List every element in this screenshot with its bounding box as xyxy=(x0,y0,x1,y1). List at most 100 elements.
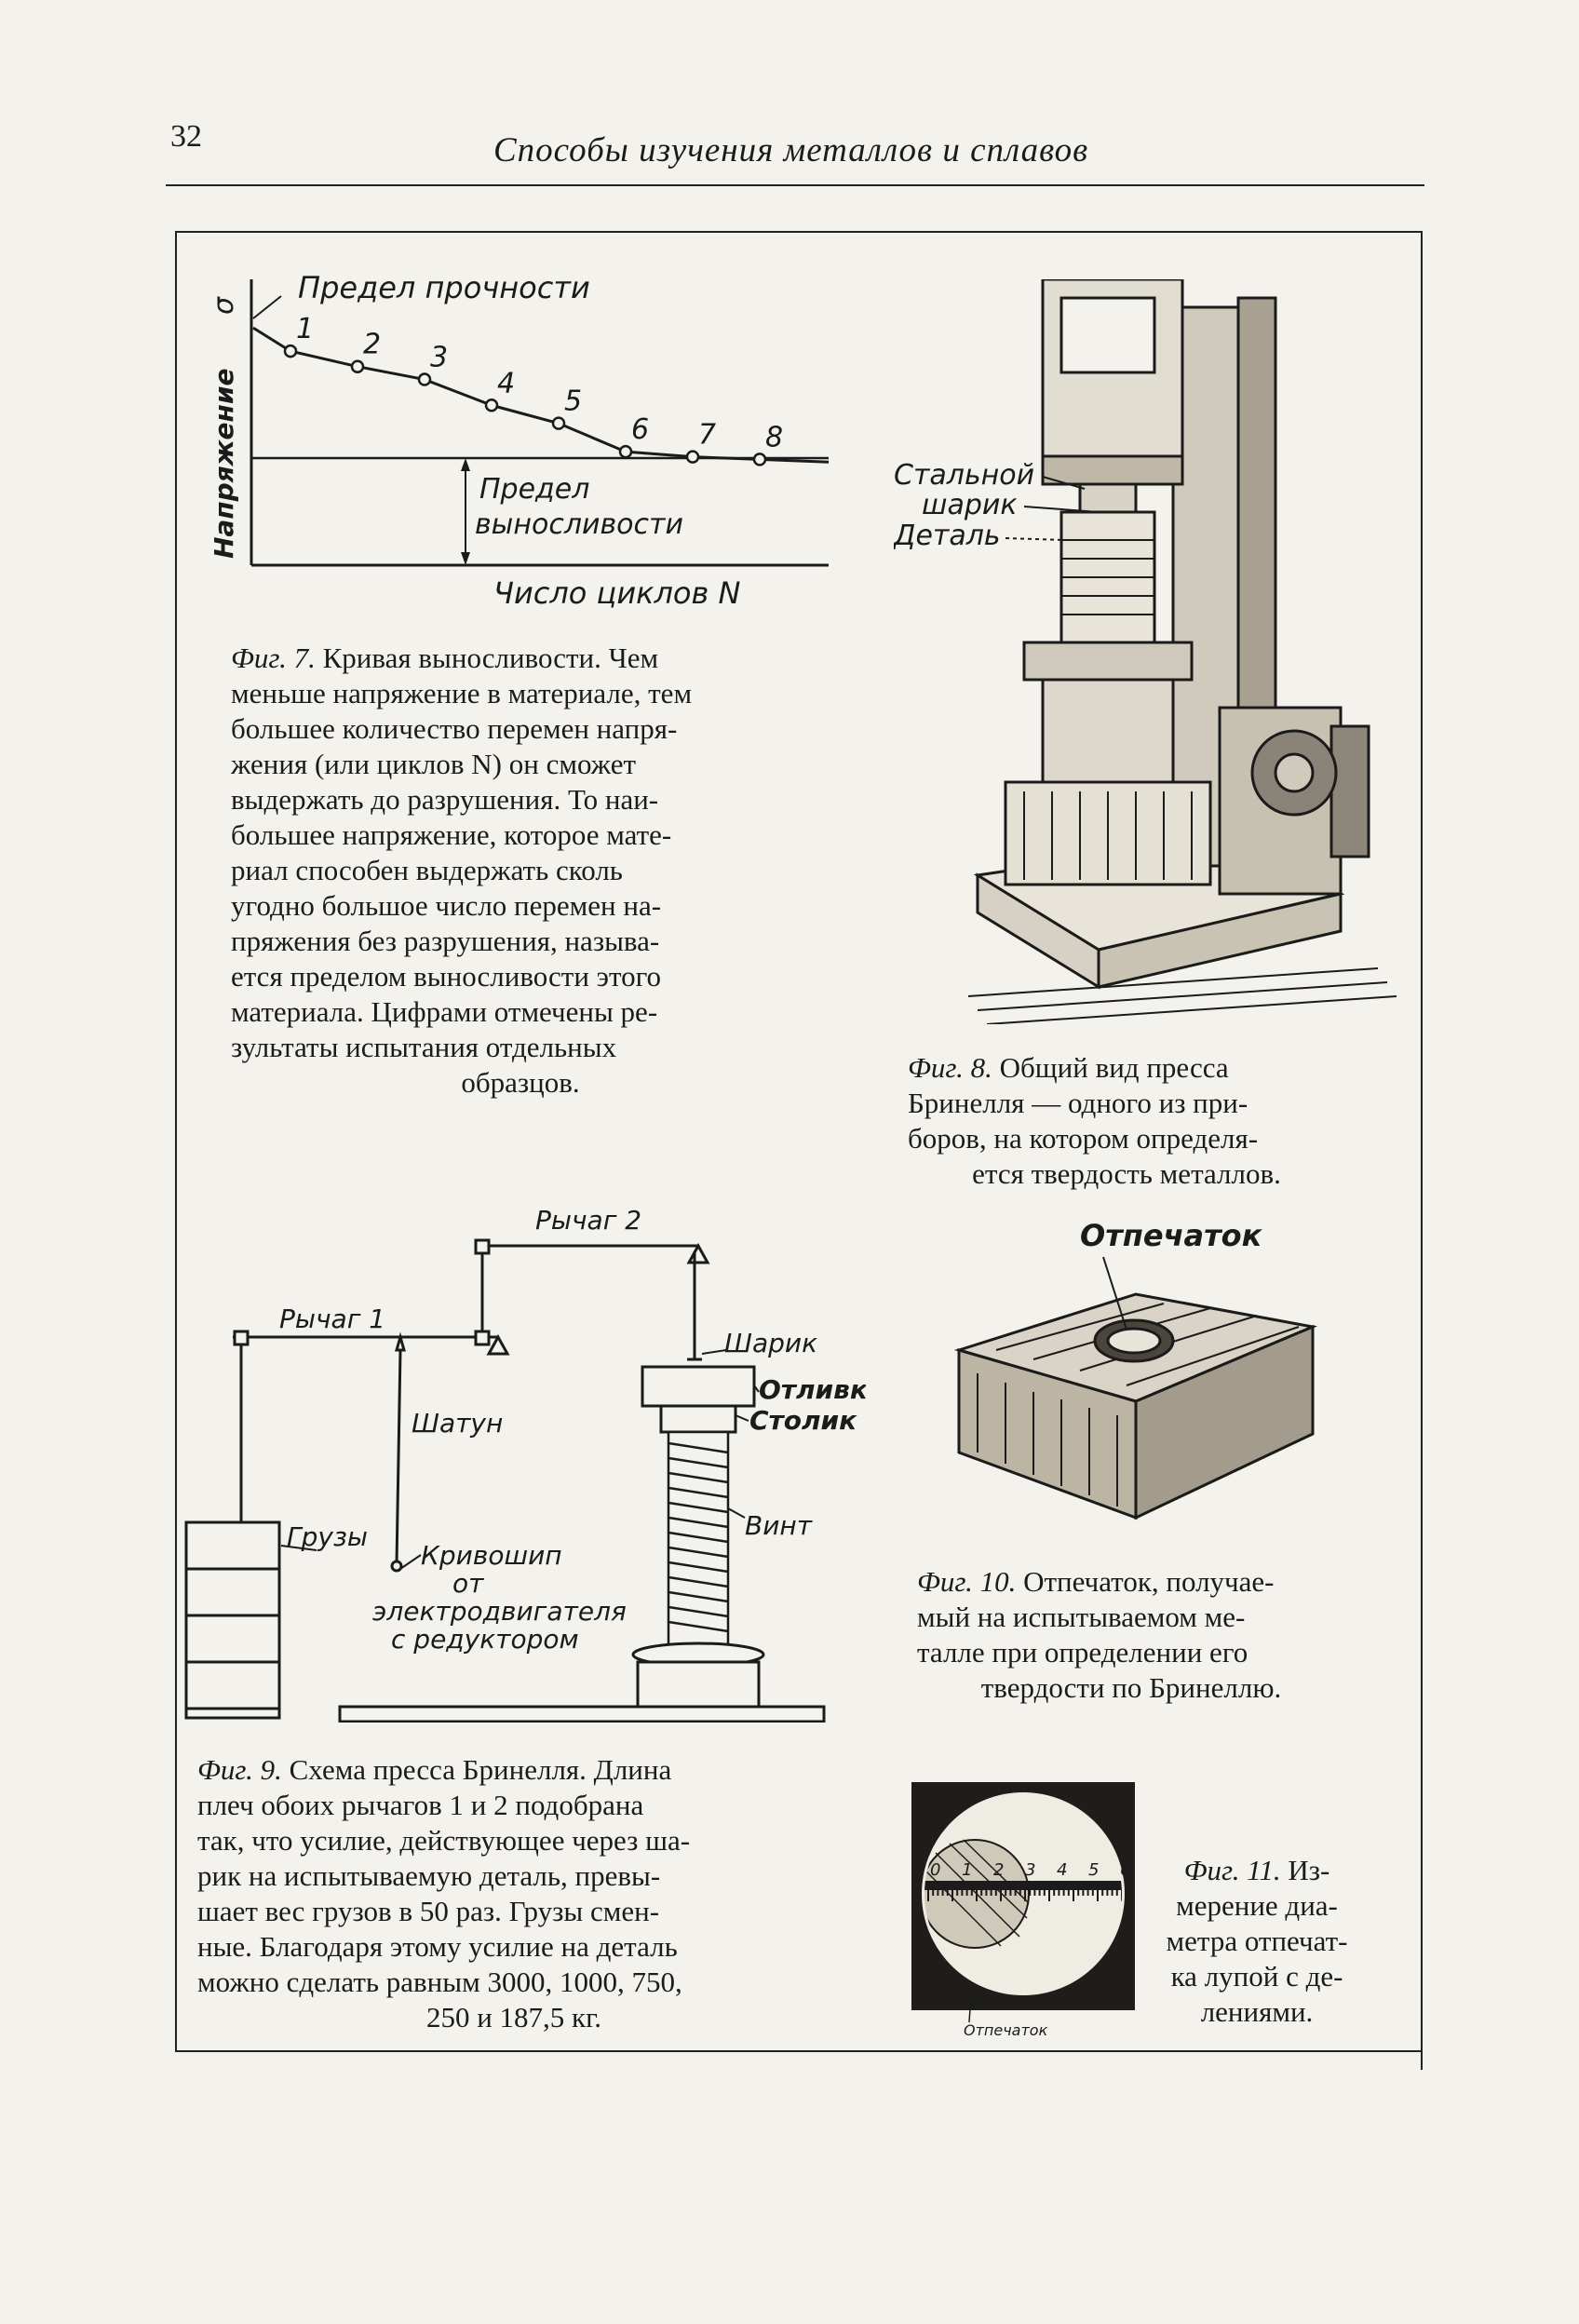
fig7-point-label: 3 xyxy=(430,342,448,374)
fig9-label-rod: Шатун xyxy=(412,1408,503,1439)
frame-left xyxy=(175,231,177,2051)
fig7-point-label: 1 xyxy=(296,313,314,345)
fig10-caption-line: талле при определении его xyxy=(917,1636,1248,1669)
fig9-caption-label: Фиг. 9. xyxy=(197,1753,282,1786)
fig7-caption-label: Фиг. 7. xyxy=(231,642,316,674)
fig7-data-point xyxy=(283,344,298,358)
fig11-scale-label: 0 xyxy=(930,1860,940,1880)
fig7-data-point xyxy=(350,359,365,373)
fig9-label-lever2: Рычаг 2 xyxy=(535,1205,641,1236)
fig7-strength-leader xyxy=(252,295,282,319)
fig8-caption-line: Бринелля — одного из при- xyxy=(908,1087,1248,1119)
fig7-caption-line: риал способен выдержать сколь xyxy=(231,854,623,886)
fig7-data-point xyxy=(618,444,633,459)
fig9-caption-line: 250 и 187,5 кг. xyxy=(425,2001,602,2034)
fig9-label-ball: Шарик xyxy=(724,1328,817,1358)
fig9-weights xyxy=(184,1520,281,1720)
fig7-data-point xyxy=(551,416,566,430)
fig7-point-label: 5 xyxy=(564,385,582,418)
fig9-caption-line: ные. Благодаря этому усилие на деталь xyxy=(197,1930,678,1963)
fig11-caption-line: мерение диа- xyxy=(1176,1889,1338,1922)
fig9-label-casting: Отливка xyxy=(759,1374,866,1405)
fig8-label-part: Деталь xyxy=(894,520,1001,552)
fig11-scale-label: 5 xyxy=(1088,1860,1099,1880)
fig10-label: Отпечаток xyxy=(1080,1218,1263,1253)
fig8-press-illustration: Стальной шарик Деталь xyxy=(894,279,1397,1024)
fig11-scale-label: 3 xyxy=(1025,1860,1035,1880)
fig7-data-point xyxy=(484,399,499,412)
fig11-scale-label: 2 xyxy=(993,1860,1004,1880)
fig10-caption-line: Отпечаток, получае- xyxy=(1023,1565,1275,1598)
fig9-label-crank-1: Кривошип xyxy=(421,1540,562,1571)
page-number: 32 xyxy=(170,119,202,154)
fig7-ylabel: Напряжение xyxy=(209,368,239,559)
fig11-caption-line: метра отпечат- xyxy=(1166,1925,1348,1957)
fig10-caption-line: твердости по Бринеллю. xyxy=(980,1671,1282,1704)
fig7-arrowhead-down xyxy=(461,552,470,565)
fig11-scale-label: 1 xyxy=(962,1860,972,1880)
fig9-caption-line: рик на испытываемую деталь, превы- xyxy=(197,1859,661,1892)
fig7-data-point xyxy=(685,450,700,464)
fig7-caption-line: большее напряжение, которое мате- xyxy=(231,818,672,851)
fig8-caption-line: боров, на котором определя- xyxy=(908,1122,1259,1155)
fig7-ysymbol: σ xyxy=(208,296,240,315)
fig11-label: Отпечаток xyxy=(964,2021,1048,2039)
fig7-caption: Фиг. 7. Кривая выносливости. Чем меньше … xyxy=(231,641,810,1101)
fig11-imprint xyxy=(924,1839,1030,1949)
fig11-caption: Фиг. 11. Из- мерение диа- метра отпечат-… xyxy=(1154,1853,1359,2030)
fig7-data-point xyxy=(752,453,767,466)
fig8-label-ball-2: шарик xyxy=(922,489,1018,521)
fig7-point-label: 8 xyxy=(765,421,783,453)
fig7-caption-line: образцов. xyxy=(461,1066,580,1099)
fig7-point-label: 4 xyxy=(497,367,515,399)
fig7-label-strength: Предел прочности xyxy=(298,270,590,305)
fig7-label-endurance-1: Предел xyxy=(479,473,589,506)
fig11-caption-line: Из- xyxy=(1288,1854,1330,1886)
fig9-label-crank-4: с редуктором xyxy=(391,1624,579,1655)
fig7-caption-line: зультаты испытания отдельных xyxy=(231,1031,617,1063)
fig9-screw xyxy=(667,1430,730,1648)
fig7-label-endurance-2: выносливости xyxy=(475,508,683,541)
fig11-caption-label: Фиг. 11. xyxy=(1183,1854,1281,1886)
fig9-casting xyxy=(641,1365,756,1408)
fig9-press-scheme: Рычаг 2 Рычаг 1 Шатун Грузы Кривошип от … xyxy=(184,1205,866,1723)
fig7-caption-line: выдержать до разрушения. То наи- xyxy=(231,783,659,816)
fig7-arrowhead-up xyxy=(461,458,470,471)
fig7-data-point xyxy=(417,372,432,386)
fig7-point-label: 7 xyxy=(698,419,716,452)
fig10-caption-line: мый на испытываемом ме- xyxy=(917,1601,1246,1633)
fig9-rod xyxy=(395,1331,406,1352)
fig9-caption-line: можно сделать равным 3000, 1000, 750, xyxy=(197,1966,682,1998)
fig11-scale-label: 4 xyxy=(1057,1860,1067,1880)
fig7-caption-line: Кривая выносливости. Чем xyxy=(322,642,659,674)
fig11-caption-line: ка лупой с де- xyxy=(1170,1960,1343,1993)
fig7-curve xyxy=(252,326,830,464)
fig9-label-crank-3: электродвигателя xyxy=(372,1596,627,1627)
fig7-caption-line: пряжения без разрушения, называ- xyxy=(231,925,660,957)
fig10-block-right xyxy=(1134,1324,1315,1520)
fig8-caption-line: ется твердость металлов. xyxy=(972,1157,1281,1190)
fig9-base-plate xyxy=(338,1705,826,1723)
header-rule xyxy=(166,184,1424,186)
fig7-caption-line: угодно большое число перемен на- xyxy=(231,889,662,922)
fig9-caption-line: Схема пресса Бринелля. Длина xyxy=(289,1753,672,1786)
fig9-label-crank-2: от xyxy=(452,1568,484,1599)
fig11-caption-line: лениями. xyxy=(1200,1995,1314,2028)
running-head: Способы изучения металлов и сплавов xyxy=(493,131,1089,169)
fig9-table xyxy=(659,1404,737,1434)
fig7-caption-line: меньше напряжение в материале, тем xyxy=(231,677,693,709)
fig9-caption-line: так, что усилие, действующее через ша- xyxy=(197,1824,691,1857)
fig7-caption-line: ется пределом выносливости этого xyxy=(231,960,662,993)
fig8-label-ball-1: Стальной xyxy=(894,459,1034,492)
fig7-xlabel: Число циклов N xyxy=(493,575,741,611)
fig9-caption-line: шает вес грузов в 50 раз. Грузы смен- xyxy=(197,1895,660,1927)
frame-right xyxy=(1421,231,1423,2070)
fig10-caption: Фиг. 10. Отпечаток, получае- мый на испы… xyxy=(917,1564,1345,1706)
frame-bottom xyxy=(175,2050,1423,2052)
fig10-hatching xyxy=(977,1303,1300,1507)
fig10-caption-label: Фиг. 10. xyxy=(917,1565,1017,1598)
fig9-label-table: Столик xyxy=(749,1405,857,1436)
fig7-caption-line: материала. Цифрами отмечены ре- xyxy=(231,995,658,1028)
